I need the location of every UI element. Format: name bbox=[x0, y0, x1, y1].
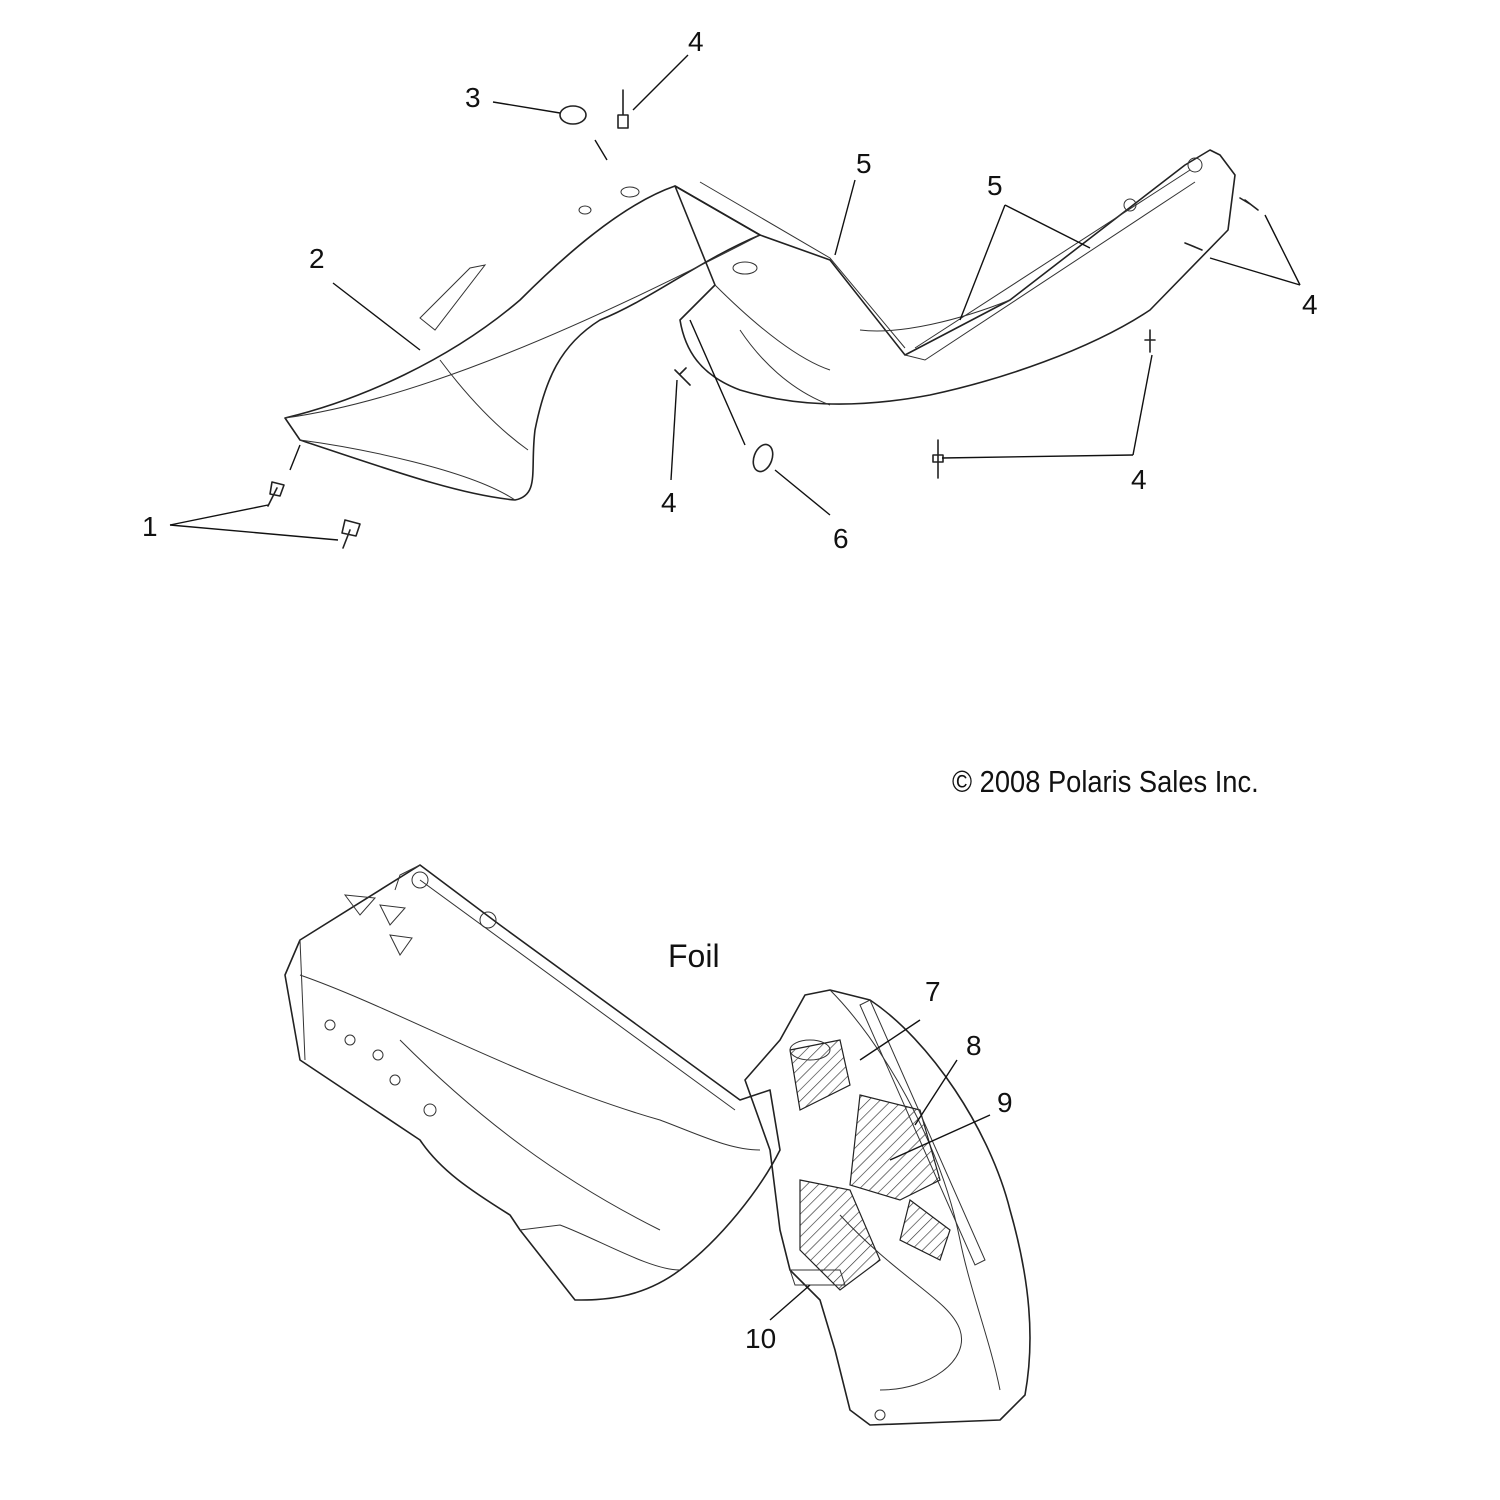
callout-2: 2 bbox=[309, 243, 325, 274]
callout-7: 7 bbox=[925, 976, 941, 1007]
callout-1: 1 bbox=[142, 511, 158, 542]
leader-lines-bottom bbox=[769, 1019, 991, 1321]
callout-4: 4 bbox=[1302, 289, 1318, 320]
callout-4: 4 bbox=[661, 487, 677, 518]
callout-3: 3 bbox=[465, 82, 481, 113]
outer-shell-assembly bbox=[744, 989, 1031, 1426]
leader-lines-top bbox=[169, 54, 1301, 541]
callout-9: 9 bbox=[997, 1087, 1013, 1118]
fasteners-top bbox=[267, 89, 1259, 549]
callout-4: 4 bbox=[1131, 464, 1147, 495]
callout-10: 10 bbox=[745, 1323, 777, 1354]
copyright-notice: © 2008 Polaris Sales Inc. bbox=[952, 764, 1259, 799]
callout-5: 5 bbox=[856, 148, 872, 179]
foil-label: Foil bbox=[668, 938, 720, 974]
inner-panel-assembly bbox=[284, 864, 781, 1301]
callout-8: 8 bbox=[966, 1030, 982, 1061]
side-panel-part-2 bbox=[284, 149, 1236, 501]
callout-4: 4 bbox=[688, 26, 704, 57]
callout-6: 6 bbox=[833, 523, 849, 554]
callout-5: 5 bbox=[987, 170, 1003, 201]
